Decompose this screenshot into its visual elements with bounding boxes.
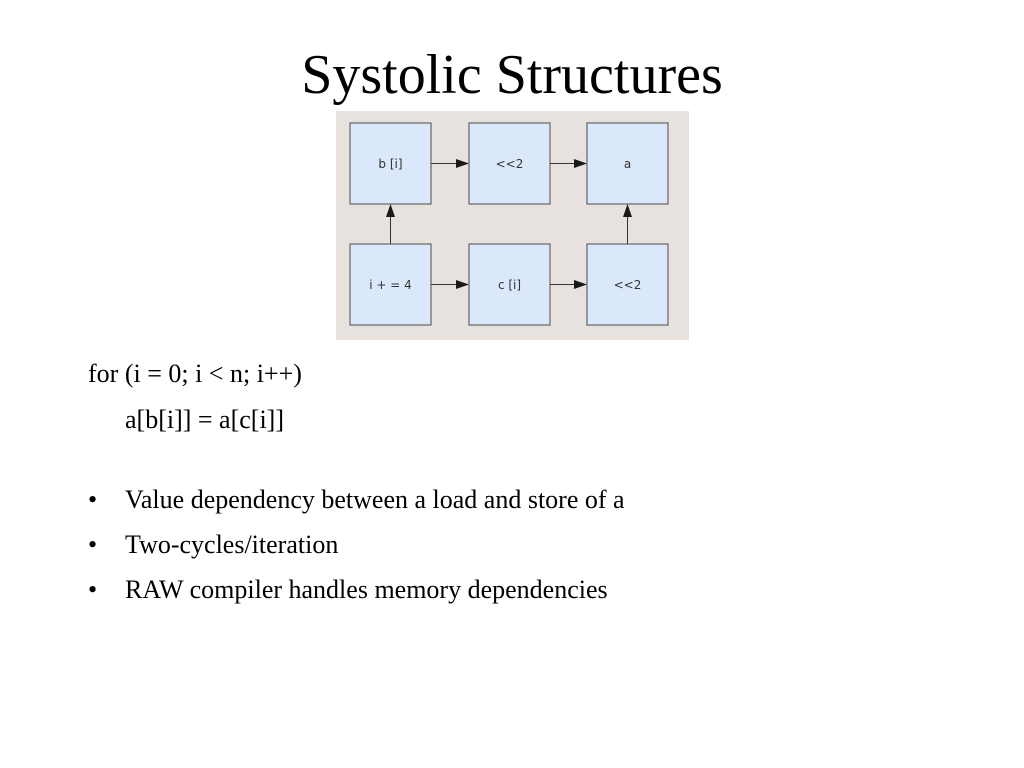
- systolic-diagram: b [i] <<2 a i + = 4 c [i] <<2: [336, 111, 689, 340]
- node-label: i + = 4: [369, 278, 412, 292]
- edge-arrow: [431, 280, 469, 289]
- node-shl-top: <<2: [468, 122, 551, 205]
- node-label: <<2: [614, 278, 642, 292]
- bullet-icon: •: [88, 485, 98, 514]
- code-assignment: a[b[i]] = a[c[i]]: [125, 405, 284, 434]
- bullet-text: Value dependency between a load and stor…: [125, 485, 625, 514]
- node-box: [468, 243, 551, 326]
- edge-arrow: [550, 280, 587, 289]
- node-box: [468, 122, 551, 205]
- arrowhead-icon: [574, 159, 587, 168]
- node-a: a: [586, 122, 669, 205]
- edge-arrow: [386, 204, 395, 244]
- bullet-text: Two-cycles/iteration: [125, 530, 339, 559]
- edge-arrow: [550, 159, 587, 168]
- node-label: b [i]: [378, 157, 402, 171]
- bullet-icon: •: [88, 575, 98, 604]
- arrowhead-icon: [574, 280, 587, 289]
- node-box: [349, 122, 432, 205]
- node-label: c [i]: [498, 278, 521, 292]
- node-label: <<2: [496, 157, 524, 171]
- node-box: [586, 122, 669, 205]
- code-for-loop: for (i = 0; i < n; i++): [88, 359, 302, 388]
- node-b-i: b [i]: [349, 122, 432, 205]
- arrowhead-icon: [623, 204, 632, 217]
- slide-title: Systolic Structures: [301, 44, 723, 106]
- arrowhead-icon: [456, 159, 469, 168]
- bullet-icon: •: [88, 530, 98, 559]
- arrowhead-icon: [386, 204, 395, 217]
- edge-arrow: [623, 204, 632, 244]
- node-label: a: [624, 157, 631, 171]
- node-inc: i + = 4: [349, 243, 432, 326]
- arrowhead-icon: [456, 280, 469, 289]
- node-c-i: c [i]: [468, 243, 551, 326]
- diagram-canvas: b [i] <<2 a i + = 4 c [i] <<2: [349, 122, 669, 326]
- node-shl-bot: <<2: [586, 243, 669, 326]
- node-box: [349, 243, 432, 326]
- edge-arrow: [431, 159, 469, 168]
- node-box: [586, 243, 669, 326]
- bullet-text: RAW compiler handles memory dependencies: [125, 575, 608, 604]
